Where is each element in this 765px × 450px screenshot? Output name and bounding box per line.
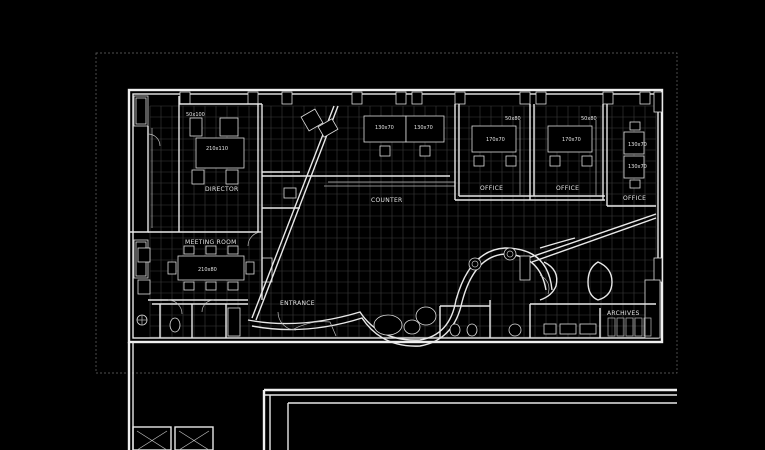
dim-desk-f: 50x80 — [581, 116, 597, 122]
curved-walls — [247, 237, 613, 347]
archive-shelving — [607, 317, 652, 337]
counter-furniture — [283, 108, 445, 199]
director-furniture — [189, 117, 245, 185]
property-boundary — [95, 52, 678, 374]
label-office-2: OFFICE — [556, 185, 579, 192]
label-office-1: OFFICE — [480, 185, 503, 192]
interior-walls — [130, 96, 657, 338]
label-archives: ARCHIVES — [607, 310, 640, 317]
reception-seating — [373, 247, 531, 336]
dim-desk-g: 130x70 — [628, 142, 647, 148]
door-swings — [147, 133, 297, 331]
shafts — [132, 426, 214, 450]
dim-desk-d: 50x80 — [505, 116, 521, 122]
dim-desk-e: 170x70 — [562, 137, 581, 143]
dim-director-desk: 210x110 — [206, 146, 228, 152]
dim-desk-b: 130x70 — [414, 125, 433, 131]
label-director: DIRECTOR — [205, 186, 239, 193]
dim-desk-h: 130x70 — [628, 164, 647, 170]
dim-meeting-table: 210x80 — [198, 267, 217, 273]
meeting-furniture — [137, 245, 255, 295]
dim-director-shelf: 50x100 — [186, 112, 205, 118]
label-counter: COUNTER — [371, 197, 403, 204]
label-office-3: OFFICE — [623, 195, 646, 202]
dim-desk-a: 130x70 — [375, 125, 394, 131]
label-entrance: ENTRANCE — [280, 300, 315, 307]
office-furniture — [471, 121, 645, 189]
sanitary-fixtures — [136, 307, 597, 337]
label-meeting-room: MEETING ROOM — [185, 239, 237, 246]
dim-desk-c: 170x70 — [486, 137, 505, 143]
